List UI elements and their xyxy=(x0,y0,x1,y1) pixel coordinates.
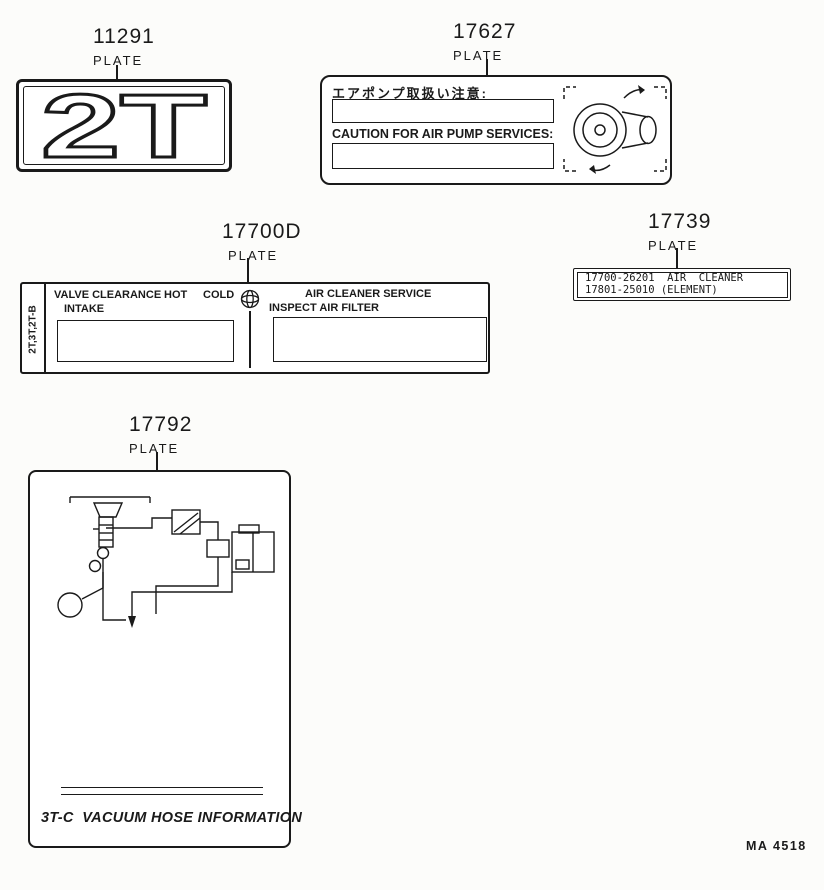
plate-11291-frame xyxy=(23,86,225,165)
part-number: 11291 xyxy=(93,25,155,48)
callout-17739: 17739 PLATE xyxy=(648,210,711,253)
divider-rule xyxy=(61,787,263,795)
caution-field-english xyxy=(332,143,554,169)
leader-line-17792 xyxy=(156,452,158,470)
part-type-label: PLATE xyxy=(93,53,144,68)
part-number: 17700D xyxy=(222,220,302,243)
leader-line-17700d xyxy=(247,258,249,282)
air-cleaner-field xyxy=(273,317,487,362)
part-type-label: PLATE xyxy=(129,441,180,456)
callout-11291: 11291 PLATE xyxy=(93,25,155,68)
plate-17739-frame xyxy=(576,271,788,298)
page-code: MA 4518 xyxy=(746,839,807,853)
engine-codes-vertical: 2T,3T,2T-B xyxy=(27,305,39,354)
air-cleaner-heading: AIR CLEANER SERVICE xyxy=(305,288,432,300)
part-type-label: PLATE xyxy=(453,48,504,63)
callout-17627: 17627 PLATE xyxy=(453,20,516,63)
engine-code-emblem: 2T xyxy=(40,82,209,169)
air-pump-icon xyxy=(563,85,667,174)
callout-17792: 17792 PLATE xyxy=(129,413,192,456)
plate-17739: 17700-26201 AIR CLEANER 17801-25010 (ELE… xyxy=(573,268,791,301)
air-pump-drawing xyxy=(563,86,667,172)
plate-17700d: 2T,3T,2T-B VALVE CLEARANCE HOT COLD INTA… xyxy=(20,282,490,374)
caution-field-japanese xyxy=(332,99,554,123)
intake-label: INTAKE xyxy=(64,303,105,315)
part-number: 17627 xyxy=(453,20,517,43)
plate-17792: 3T-C VACUUM HOSE INFORMATION xyxy=(28,470,302,848)
hot-label: HOT xyxy=(164,289,188,301)
caution-text-japanese: エアポンプ取扱い注意: xyxy=(332,86,488,101)
engine-code-text: 2T xyxy=(41,82,207,169)
cold-label: COLD xyxy=(203,289,235,301)
valve-clearance-heading: VALVE CLEARANCE xyxy=(54,289,162,301)
vacuum-hose-schematic-icon xyxy=(57,496,275,628)
callout-17700d: 17700D PLATE xyxy=(222,220,302,263)
vacuum-info-title: 3T-C VACUUM HOSE INFORMATION xyxy=(41,810,303,826)
plate-17627: エアポンプ取扱い注意: CAUTION FOR AIR PUMP SERVICE… xyxy=(320,75,672,185)
part-type-label: PLATE xyxy=(648,238,699,253)
valve-clearance-field xyxy=(57,320,234,362)
leader-line-11291 xyxy=(116,65,118,79)
vacuum-hose-schematic xyxy=(57,496,275,621)
leader-line-17739 xyxy=(676,248,678,268)
air-cleaner-part-line-2: 17801-25010 (ELEMENT) xyxy=(585,284,718,296)
part-number: 17792 xyxy=(129,413,193,436)
left-strip-divider xyxy=(44,284,46,372)
manufacturer-logo-icon xyxy=(240,289,260,309)
part-type-label: PLATE xyxy=(228,248,279,263)
leader-line-17627 xyxy=(486,59,488,75)
inspect-label: INSPECT AIR FILTER xyxy=(269,302,379,314)
section-divider xyxy=(249,311,251,368)
caution-text-english: CAUTION FOR AIR PUMP SERVICES: xyxy=(332,127,554,141)
air-cleaner-part-line-1: 17700-26201 AIR CLEANER xyxy=(585,272,744,284)
part-number: 17739 xyxy=(648,210,712,233)
plate-11291: 2T xyxy=(16,79,232,172)
